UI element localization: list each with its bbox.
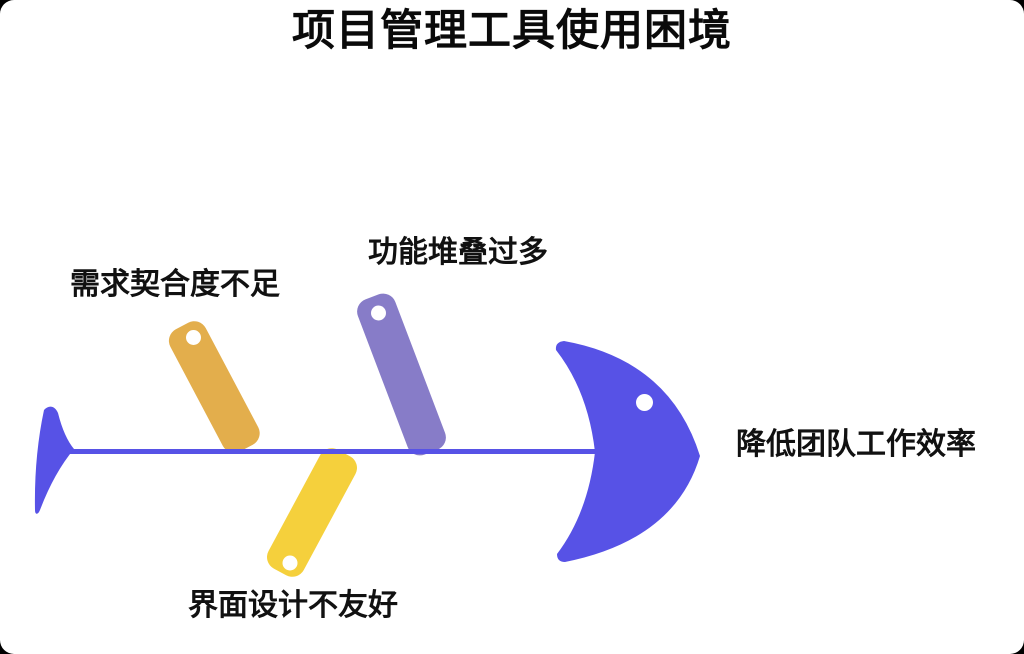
cause-bone-features bbox=[357, 293, 446, 456]
effect-label: 降低团队工作效率 bbox=[736, 428, 976, 461]
diagram-title: 项目管理工具使用困境 bbox=[292, 7, 732, 55]
cause-label-features: 功能堆叠过多 bbox=[368, 236, 548, 269]
bone-hole-interface bbox=[282, 555, 298, 571]
bone-hole-requirements bbox=[186, 330, 201, 345]
cause-label-requirements: 需求契合度不足 bbox=[70, 268, 280, 301]
fish-eye-icon bbox=[636, 394, 653, 411]
fish-head bbox=[555, 341, 700, 562]
cause-label-interface: 界面设计不友好 bbox=[188, 589, 398, 622]
cause-bone-requirements bbox=[168, 321, 260, 453]
bone-hole-features bbox=[371, 305, 386, 321]
cause-bone-interface bbox=[266, 448, 358, 577]
fish-tail bbox=[34, 406, 74, 514]
